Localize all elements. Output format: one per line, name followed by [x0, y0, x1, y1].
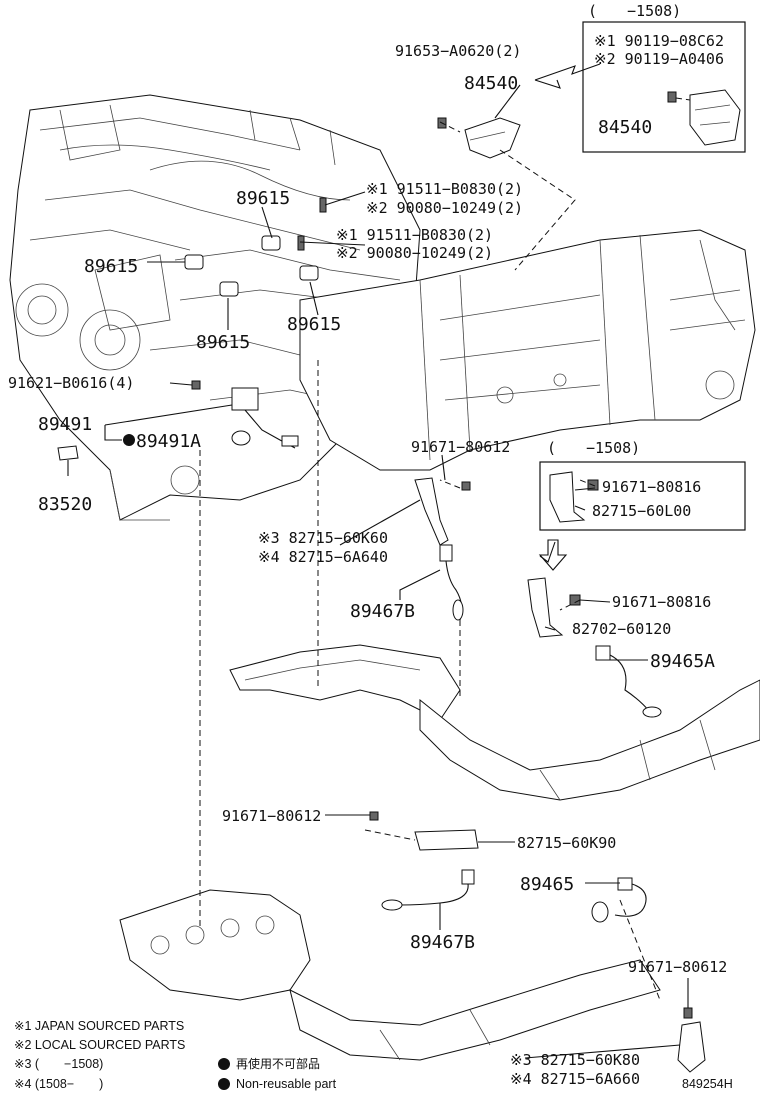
top-box-period: ( −1508) [588, 2, 681, 20]
legend-note-1: ※1 JAPAN SOURCED PARTS [14, 1019, 184, 1033]
label-91511-b: ※1 91511−B0830(2) [336, 226, 493, 244]
oxygen-sensor-upper [414, 477, 471, 621]
label-83520: 83520 [38, 494, 92, 515]
label-84540: 84540 [464, 73, 518, 94]
legend-note-4: ※4 (1508− ) [14, 1077, 103, 1091]
label-89467B-upper: 89467B [350, 601, 415, 622]
label-91671-80816: 91671−80816 [612, 593, 711, 611]
early-model-box-top [582, 21, 746, 153]
label-89615-1: 89615 [236, 188, 290, 209]
mid-box-period: ( −1508) [547, 439, 640, 457]
diagram-id: 849254H [682, 1077, 733, 1091]
label-89465: 89465 [520, 874, 574, 895]
label-90080-a: ※2 90080−10249(2) [366, 199, 523, 217]
label-82715-60L00: 82715−60L00 [592, 502, 691, 520]
neutral-switch-main [437, 84, 521, 159]
legend-note-3: ※3 ( −1508) [14, 1057, 103, 1071]
label-89615-4: 89615 [287, 314, 341, 335]
legend-nonreuse-jp: 再使用不可部品 [236, 1056, 320, 1071]
exhaust-lower [119, 889, 661, 1061]
direction-arrow-mid [538, 539, 568, 571]
label-91671-80816-box: 91671−80816 [602, 478, 701, 496]
label-91671-80612-c: 91671−80612 [628, 958, 727, 976]
label-82715-60K90: 82715−60K90 [517, 834, 616, 852]
label-90080-b: ※2 90080−10249(2) [336, 244, 493, 262]
legend: ※1 JAPAN SOURCED PARTS ※2 LOCAL SOURCED … [14, 1019, 337, 1091]
reference-dashed-lines [199, 97, 691, 1001]
label-82715-6A660: ※4 82715−6A660 [510, 1070, 640, 1088]
legend-nonreuse-en: Non-reusable part [236, 1077, 337, 1091]
non-reusable-dot-89491A [123, 434, 135, 446]
legend-note-2: ※2 LOCAL SOURCED PARTS [14, 1038, 185, 1052]
label-82702-60120: 82702−60120 [572, 620, 671, 638]
label-89615-2: 89615 [84, 256, 138, 277]
label-89491: 89491 [38, 414, 92, 435]
label-89491A: 89491A [136, 431, 201, 452]
non-reusable-dot-icon-en [218, 1078, 230, 1090]
label-90119-08C62: ※1 90119−08C62 [594, 32, 724, 50]
label-91511-a: ※1 91511−B0830(2) [366, 180, 523, 198]
label-82715-60K60: ※3 82715−60K60 [258, 529, 388, 547]
speed-sensor-group [57, 380, 299, 461]
oxygen-sensor-right [527, 541, 662, 718]
label-89467B-lower: 89467B [410, 932, 475, 953]
non-reusable-dot-icon [218, 1058, 230, 1070]
neutral-switch-alt [667, 89, 741, 146]
oxygen-sensor-lower [369, 811, 706, 1073]
label-82715-6A640: ※4 82715−6A640 [258, 548, 388, 566]
label-91621: 91621−B0616(4) [8, 374, 134, 392]
exhaust-upper [229, 644, 760, 801]
early-model-box-mid [539, 461, 746, 531]
label-90119-A0406: ※2 90119−A0406 [594, 50, 724, 68]
label-91653: 91653−A0620(2) [395, 42, 521, 60]
direction-arrow-top [534, 63, 601, 81]
label-91671-80612-b: 91671−80612 [222, 807, 321, 825]
label-91671-80612-a: 91671−80612 [411, 438, 510, 456]
label-89465A: 89465A [650, 651, 715, 672]
leader-lines [67, 191, 689, 1059]
label-84540-alt: 84540 [598, 117, 652, 138]
transmission-illustration [299, 229, 756, 471]
label-82715-60K80: ※3 82715−60K80 [510, 1051, 640, 1069]
label-89615-3: 89615 [196, 332, 250, 353]
knock-sensors [184, 197, 327, 297]
